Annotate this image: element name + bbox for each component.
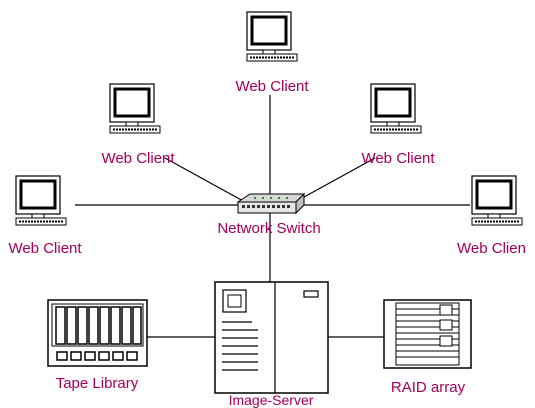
tape-library — [47, 299, 148, 367]
web-client-left — [14, 174, 68, 227]
label-client-left: Web Client — [8, 240, 82, 257]
label-client-upper-left: Web Client — [101, 150, 175, 167]
image-server — [214, 281, 329, 394]
label-client-upper-right: Web Client — [361, 150, 435, 167]
computer-icon — [470, 174, 524, 227]
web-client-top — [245, 10, 299, 63]
edge-switch-client-upper-left — [164, 157, 246, 203]
raid-array — [383, 299, 472, 369]
web-client-right — [470, 174, 524, 227]
computer-icon — [14, 174, 68, 227]
network-switch — [236, 192, 306, 215]
switch-icon — [236, 192, 306, 215]
web-client-upper-right — [369, 82, 423, 135]
label-tape-library: Tape Library — [56, 375, 139, 392]
computer-icon — [108, 82, 162, 135]
edge-switch-client-upper-right — [294, 157, 376, 203]
raid-icon — [383, 299, 472, 369]
label-raid-array: RAID array — [391, 379, 466, 396]
server-icon — [214, 281, 329, 394]
web-client-upper-left — [108, 82, 162, 135]
computer-icon — [369, 82, 423, 135]
tape-library-icon — [47, 299, 148, 367]
label-network-switch: Network Switch — [217, 220, 320, 237]
label-client-right: Web Clien — [457, 240, 526, 257]
label-client-top: Web Client — [235, 78, 309, 95]
computer-icon — [245, 10, 299, 63]
connections — [75, 95, 470, 338]
label-image-server: Image-Server — [229, 392, 314, 408]
